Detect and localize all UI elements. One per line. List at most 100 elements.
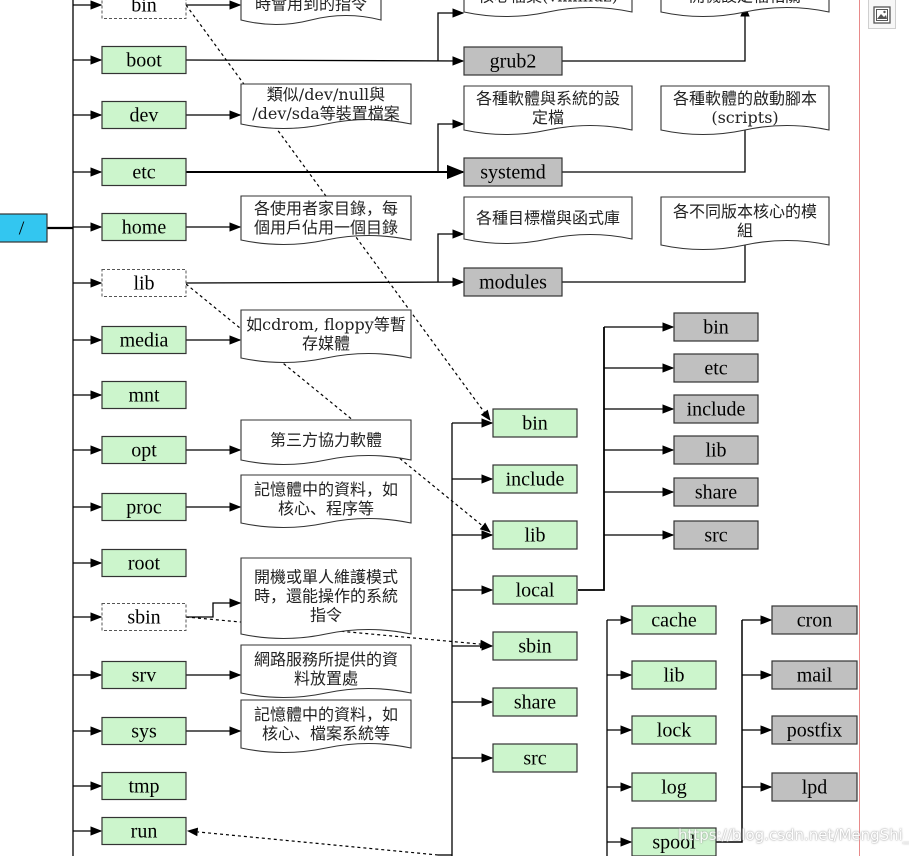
note-0: 時會用到的指令 — [240, 0, 382, 25]
spool-mail-label: mail — [797, 665, 833, 687]
dir-opt[interactable]: opt — [101, 435, 187, 465]
local-lib-label: lib — [705, 440, 726, 462]
root-dir[interactable]: / — [0, 213, 48, 243]
note-0-shape — [240, 0, 382, 25]
mid-note-0-shape — [463, 0, 633, 18]
note-1-line: /dev/sda等裝置檔案 — [252, 104, 400, 123]
dir-proc-box — [101, 492, 187, 522]
var-lib[interactable]: lib — [631, 660, 717, 690]
usr-bin[interactable]: bin — [492, 408, 578, 438]
var-lock[interactable]: lock — [631, 715, 717, 745]
var-lib-label: lib — [663, 665, 684, 687]
gray-link — [185, 277, 465, 287]
local-src[interactable]: src — [673, 520, 759, 550]
note-2-shape — [240, 195, 412, 246]
dir-dev[interactable]: dev — [101, 100, 187, 130]
page-border-line — [859, 0, 860, 856]
local-include[interactable]: include — [673, 394, 759, 424]
local-lib-box — [673, 435, 759, 465]
right-note-1-shape — [660, 85, 830, 136]
right-note-link — [562, 4, 750, 62]
spool-postfix[interactable]: postfix — [771, 715, 858, 745]
right-note-link — [562, 115, 750, 173]
dir-etc[interactable]: etc — [101, 157, 187, 187]
dir-root[interactable]: root — [101, 548, 187, 578]
usr-sbin[interactable]: sbin — [492, 631, 578, 661]
dir-proc[interactable]: proc — [101, 492, 187, 522]
right-note-2-shape — [660, 196, 830, 251]
usr-share[interactable]: share — [492, 687, 578, 717]
usr-bin-label: bin — [522, 413, 548, 435]
note-8-shape — [240, 699, 412, 754]
dir-home[interactable]: home — [101, 212, 187, 242]
dir-etc-box — [101, 157, 187, 187]
dir-root-label: root — [128, 553, 161, 575]
gray-grub2-label: grub2 — [490, 51, 537, 73]
var-log-box — [631, 772, 717, 802]
local-etc-label: etc — [704, 358, 727, 380]
dir-srv-label: srv — [132, 665, 156, 687]
var-cache[interactable]: cache — [631, 605, 717, 635]
spool-cron-label: cron — [797, 610, 833, 632]
image-icon[interactable] — [868, 0, 896, 29]
note-4: 第三方協力軟體 — [240, 419, 412, 466]
var-cache-label: cache — [651, 610, 697, 632]
spool-mail[interactable]: mail — [771, 660, 858, 690]
var-spool[interactable]: spool — [631, 827, 717, 856]
gray-modules-label: modules — [479, 272, 547, 294]
usr-lib-box — [492, 520, 578, 550]
dir-lib[interactable]: lib — [101, 269, 187, 297]
dir-home-box — [101, 212, 187, 242]
dir-boot[interactable]: boot — [101, 45, 187, 75]
local-bin[interactable]: bin — [673, 312, 759, 342]
local-share-box — [673, 477, 759, 507]
usr-local[interactable]: local — [492, 575, 578, 605]
usr-sbin-label: sbin — [518, 636, 551, 658]
spool-lpd[interactable]: lpd — [771, 772, 858, 802]
gray-modules[interactable]: modules — [463, 267, 563, 297]
local-etc[interactable]: etc — [673, 353, 759, 383]
var-log[interactable]: log — [631, 772, 717, 802]
connector-lines — [47, 0, 773, 856]
gray-grub2[interactable]: grub2 — [463, 46, 563, 76]
dir-home-label: home — [122, 217, 167, 239]
note-7-line: 料放置處 — [294, 669, 358, 688]
mid-note-link — [437, 119, 465, 172]
note-3-shape — [240, 309, 412, 364]
dir-opt-label: opt — [131, 440, 157, 462]
root-dir-box — [0, 213, 48, 243]
note-5-line: 記憶體中的資料，如 — [254, 480, 398, 499]
dir-sbin[interactable]: sbin — [101, 603, 187, 631]
local-src-box — [673, 520, 759, 550]
dir-run[interactable]: run — [101, 816, 187, 846]
usr-include[interactable]: include — [492, 464, 578, 494]
dir-bin[interactable]: bin — [101, 0, 187, 19]
note-1: 類似/dev/null與/dev/sda等裝置檔案 — [240, 83, 412, 130]
right-note-1-line: (scripts) — [711, 108, 778, 127]
usr-src[interactable]: src — [492, 743, 578, 773]
dir-tmp[interactable]: tmp — [101, 771, 187, 801]
note-6-shape — [240, 557, 412, 640]
usr-src-box — [492, 743, 578, 773]
note-5-line: 核心、程序等 — [278, 499, 374, 518]
mid-note-link — [437, 229, 465, 282]
note-3-line: 如cdrom, floppy等暫 — [246, 315, 406, 334]
local-spine — [578, 327, 605, 591]
dir-mnt[interactable]: mnt — [101, 380, 187, 410]
local-share[interactable]: share — [673, 477, 759, 507]
local-lib[interactable]: lib — [673, 435, 759, 465]
dir-lib-box — [101, 269, 187, 297]
note-3-line: 存媒體 — [302, 334, 350, 353]
dir-sys[interactable]: sys — [101, 716, 187, 746]
dir-sys-box — [101, 716, 187, 746]
gray-systemd[interactable]: systemd — [463, 157, 563, 187]
dir-srv[interactable]: srv — [101, 660, 187, 690]
dir-sys-label: sys — [131, 721, 157, 743]
dir-media[interactable]: media — [101, 325, 187, 355]
spool-cron[interactable]: cron — [771, 605, 858, 635]
note-6-line: 指令 — [310, 606, 342, 625]
usr-include-box — [492, 464, 578, 494]
usr-lib[interactable]: lib — [492, 520, 578, 550]
